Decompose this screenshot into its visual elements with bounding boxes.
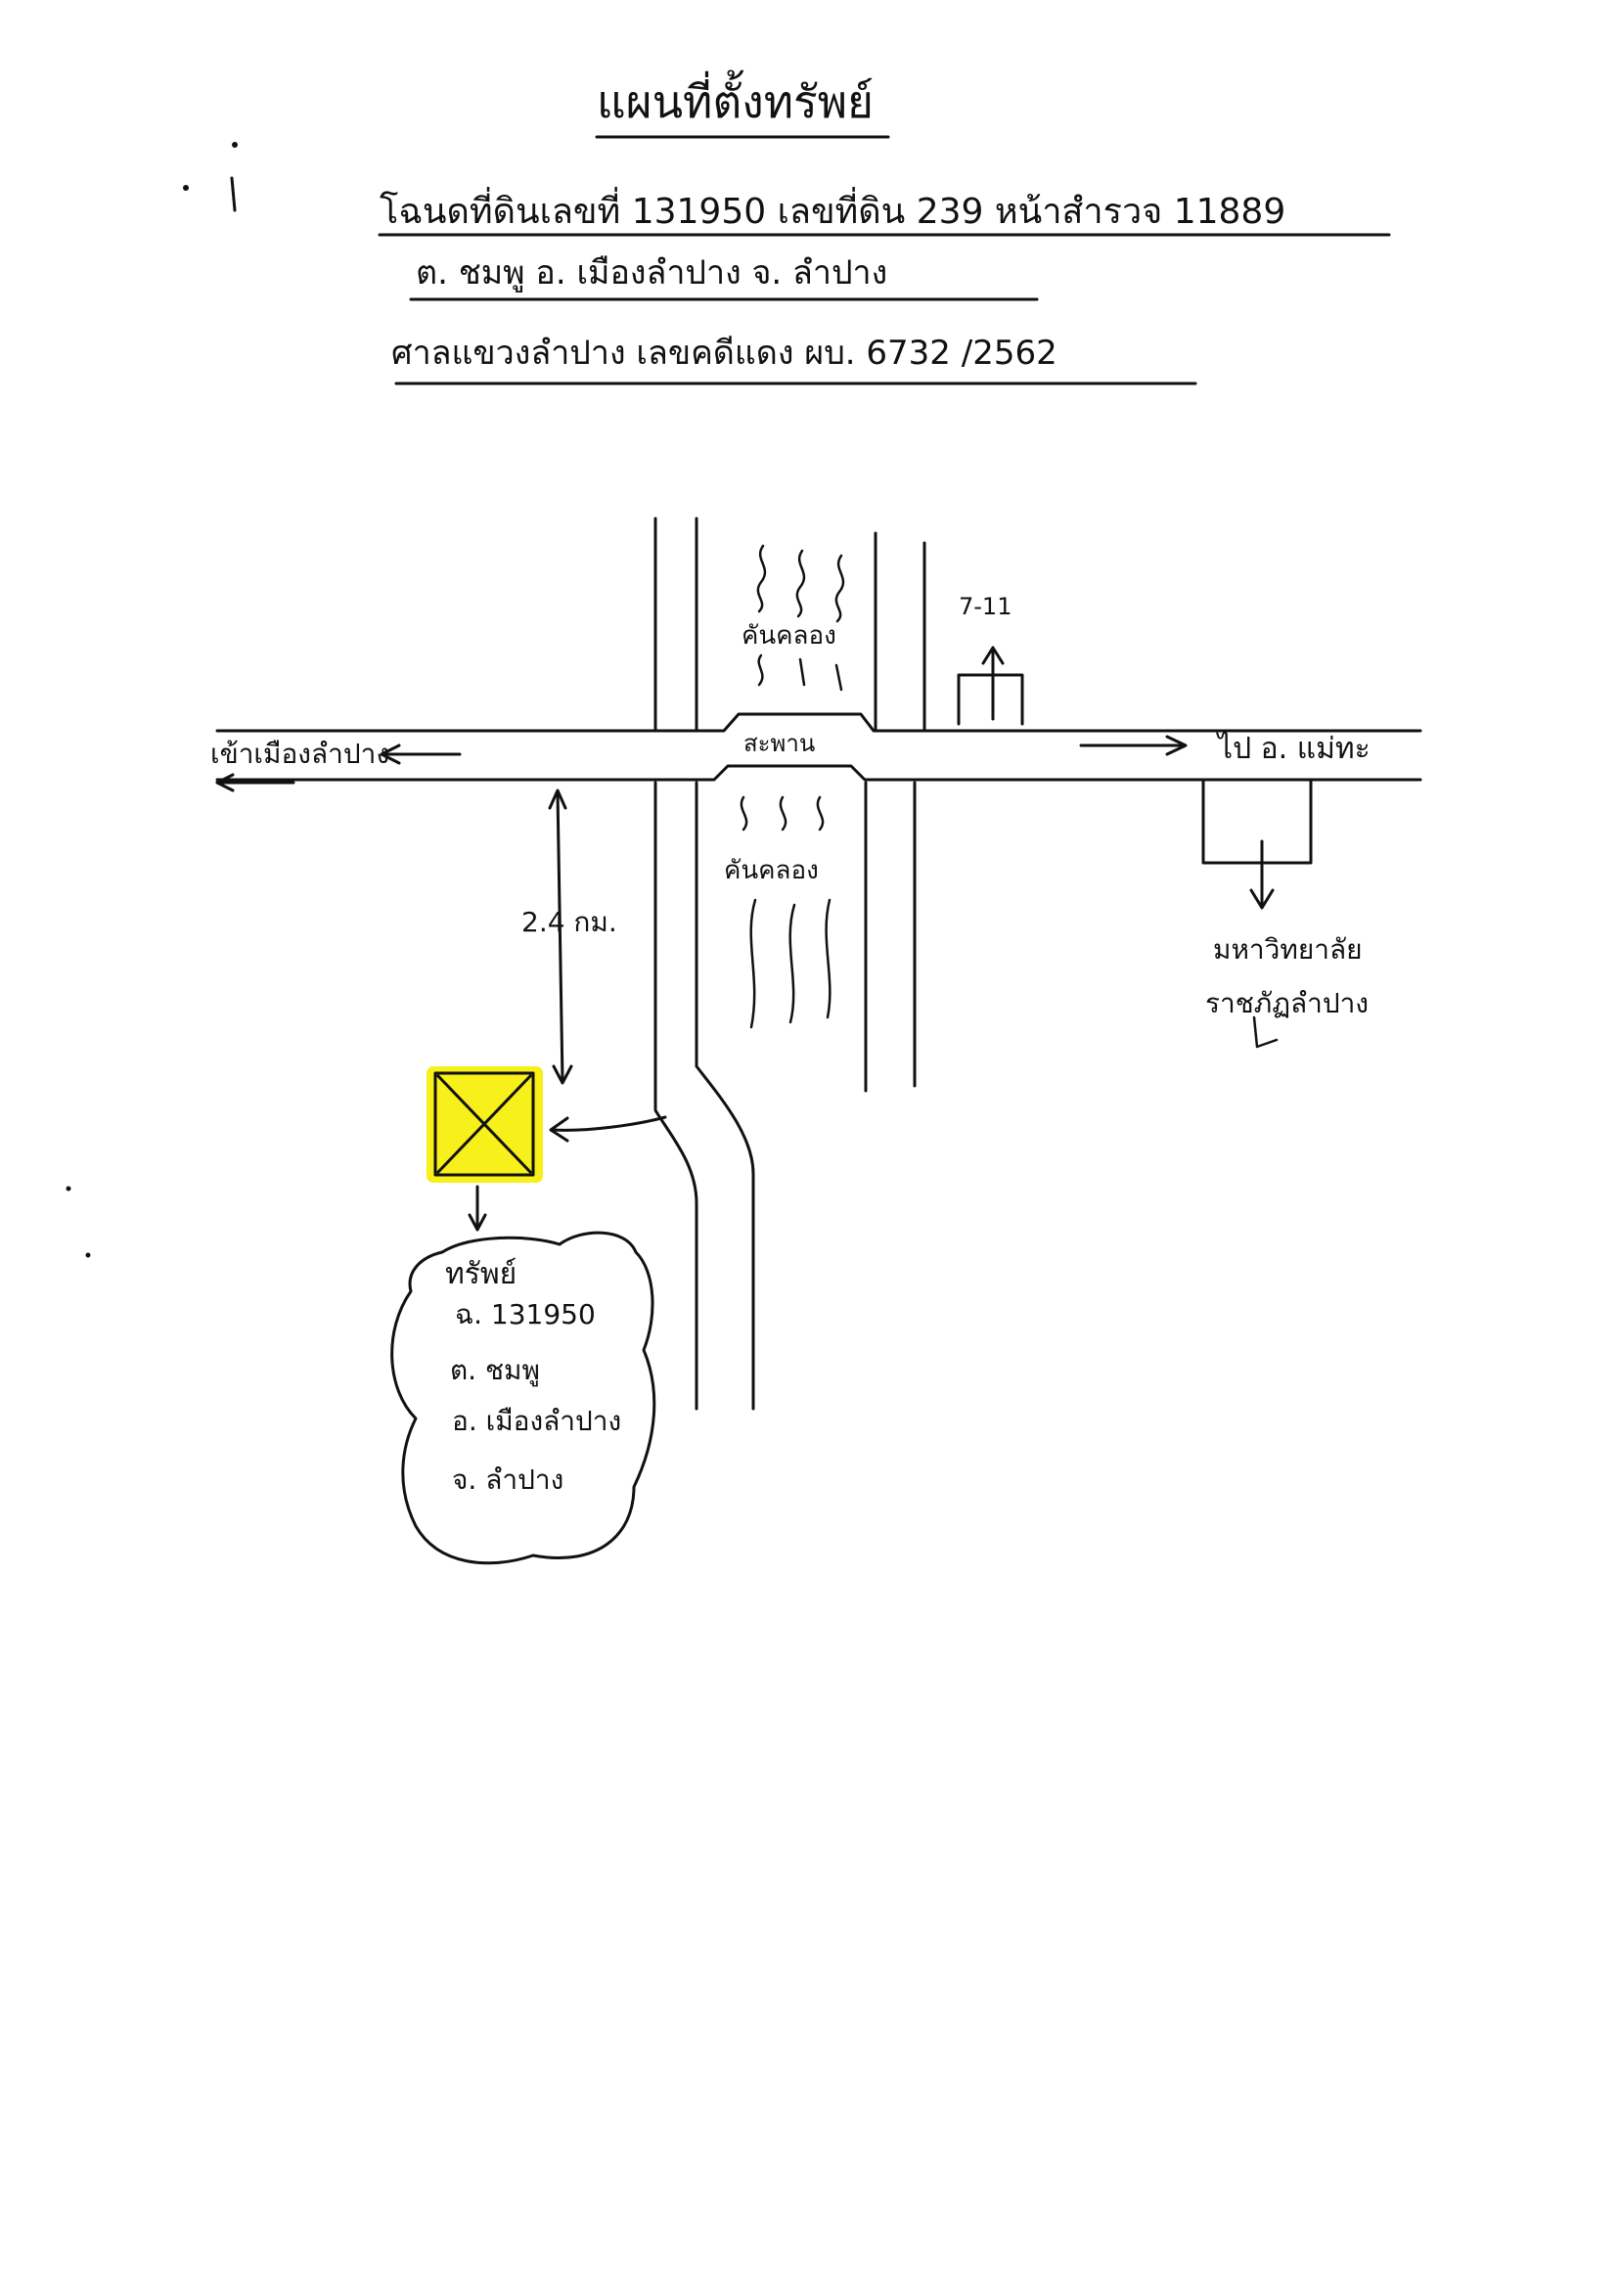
right-direction-label: ไป อ. แม่ทะ [1216, 731, 1371, 766]
down-arrow-icon [468, 1185, 487, 1232]
main-road [215, 712, 1422, 782]
store-label: 7-11 [959, 593, 1012, 620]
water-waves-icon [740, 795, 832, 1029]
canal-road-right [864, 531, 926, 1093]
court-case-line: ศาลแขวงลำปาง เลขคดีแดง ผบ. 6732 /2562 [391, 334, 1057, 373]
left-direction-label: เข้าเมืองลำปาง [210, 738, 389, 770]
bridge-label: สะพาน [743, 730, 815, 757]
canal-bottom-label: คันคลอง [724, 856, 819, 885]
property-heading: ทรัพย์ [445, 1257, 517, 1291]
deed-info-line: โฉนดที่ดินเลขที่ 131950 เลขที่ดิน 239 หน… [380, 187, 1285, 232]
property-deed: ฉ. 131950 [455, 1298, 596, 1330]
property-district: อ. เมืองลำปาง [452, 1405, 621, 1437]
left-arrow-icon [380, 743, 462, 765]
stray-mark [85, 1252, 91, 1258]
left-edge-arrow-icon [215, 773, 295, 792]
property-marker-icon [433, 1071, 535, 1177]
stray-mark [230, 176, 237, 212]
location-line: ต. ชมพู อ. เมืองลำปาง จ. ลำปาง [416, 253, 887, 293]
map-title: แผนที่ตั้งทรัพย์ [597, 69, 874, 128]
store-building-icon [957, 646, 1024, 726]
canal-top-label: คันคลอง [742, 621, 836, 651]
property-callout-cloud [390, 1231, 656, 1565]
stray-mark [66, 1186, 71, 1192]
distance-label: 2.4 กม. [521, 906, 617, 938]
pointer-arrow-icon [549, 1115, 667, 1143]
university-label-line1: มหาวิทยาลัย [1213, 933, 1363, 966]
university-label-line2: ราชภัฏลำปาง [1205, 987, 1369, 1019]
stray-mark [183, 185, 189, 191]
distance-arrow-icon [548, 788, 573, 1085]
property-subdistrict: ต. ชมพู [450, 1354, 540, 1387]
water-waves-icon [756, 544, 845, 692]
university-building-icon [1201, 778, 1313, 910]
canal-road-left [653, 517, 755, 1411]
right-arrow-icon [1079, 735, 1188, 756]
university-mark [1252, 1015, 1279, 1049]
property-province: จ. ลำปาง [452, 1463, 563, 1496]
stray-mark [232, 142, 238, 148]
